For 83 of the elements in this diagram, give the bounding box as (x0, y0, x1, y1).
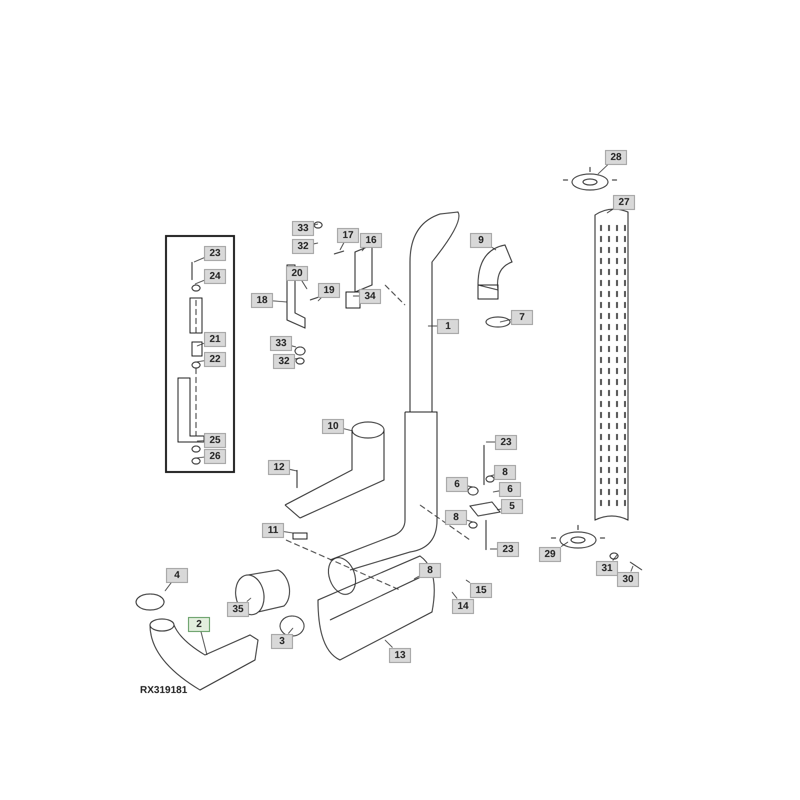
callout-number: 3 (271, 634, 293, 648)
leader-line (340, 242, 344, 250)
callout-number: 15 (470, 582, 492, 598)
callout-number: 9 (470, 232, 492, 248)
leader-line (630, 566, 634, 572)
callout-number: 18 (251, 292, 273, 308)
leader-line (164, 582, 172, 592)
leader-line (496, 508, 502, 510)
callout-number: 31 (596, 560, 618, 576)
leader-line (194, 280, 204, 284)
callout-number: 35 (227, 602, 249, 616)
callout-number: 33 (270, 336, 292, 350)
leader-line (301, 280, 308, 290)
leader-line (196, 440, 204, 442)
callout-number: 27 (613, 194, 635, 210)
leader-line (452, 592, 458, 599)
callout-number: 33 (292, 220, 314, 236)
leader-line (598, 164, 608, 174)
callout-number: 24 (204, 268, 226, 284)
callout-number: 4 (166, 568, 188, 582)
inset-frame (165, 235, 235, 473)
leader-line (314, 224, 318, 226)
leader-line (384, 640, 393, 648)
callout-number: 8 (494, 464, 516, 480)
leader-line (272, 300, 288, 302)
callout-number: 6 (499, 482, 521, 496)
callout-number: 25 (204, 432, 226, 448)
figure-number: RX319181 (140, 685, 188, 696)
callout-number: 13 (389, 648, 411, 662)
callout-number: 7 (511, 310, 533, 324)
callout-number: 12 (268, 460, 290, 474)
leader-line (196, 456, 204, 458)
callout-number: 32 (273, 354, 295, 368)
callout-number: 16 (360, 232, 382, 248)
leader-line (290, 469, 298, 472)
leader-line (246, 598, 252, 602)
callout-number: 19 (318, 282, 340, 298)
leader-line (294, 358, 300, 360)
callout-number: 20 (286, 266, 308, 280)
leader-line (492, 246, 496, 250)
leader-line (196, 342, 204, 346)
leader-line (284, 531, 294, 534)
leader-line (314, 242, 318, 244)
leader-line (560, 542, 568, 548)
callout-number: 11 (262, 522, 284, 538)
callout-number: 21 (204, 332, 226, 346)
callout-number: 26 (204, 448, 226, 464)
leader-line (414, 576, 420, 580)
callout-number: 1 (437, 318, 459, 334)
leader-line (466, 580, 470, 584)
leader-line (318, 297, 322, 302)
callout-number: 34 (359, 288, 381, 304)
leader-line (344, 428, 354, 432)
callout-number: 23 (497, 542, 519, 556)
leader-line (292, 346, 296, 348)
leader-line (606, 208, 614, 214)
leader-line (200, 631, 208, 656)
leader-line (196, 360, 204, 362)
leader-line (362, 247, 366, 252)
callout-number: 8 (445, 510, 467, 524)
leader-line (468, 486, 474, 488)
callout-number: 5 (501, 498, 523, 514)
callout-number: 30 (617, 572, 639, 586)
callout-number: 23 (495, 434, 517, 450)
callout-number: 23 (204, 246, 226, 260)
callout-number: 8 (419, 562, 441, 578)
leader-line (288, 628, 294, 634)
leader-line (500, 319, 512, 322)
leader-line (194, 257, 204, 262)
callout-number: 29 (539, 546, 561, 562)
callout-number: 22 (204, 352, 226, 366)
callout-number: 17 (337, 228, 359, 242)
callout-number: 28 (605, 150, 627, 164)
callout-number: 6 (446, 476, 468, 492)
callout-number: 14 (452, 598, 474, 614)
callout-number: 10 (322, 418, 344, 434)
leader-line (466, 520, 474, 522)
leader-line (490, 548, 498, 550)
leader-line (492, 490, 500, 492)
callout-number: 32 (292, 238, 314, 254)
leader-line (612, 554, 618, 561)
callout-number: 2 (188, 616, 210, 632)
leader-line (490, 474, 494, 476)
